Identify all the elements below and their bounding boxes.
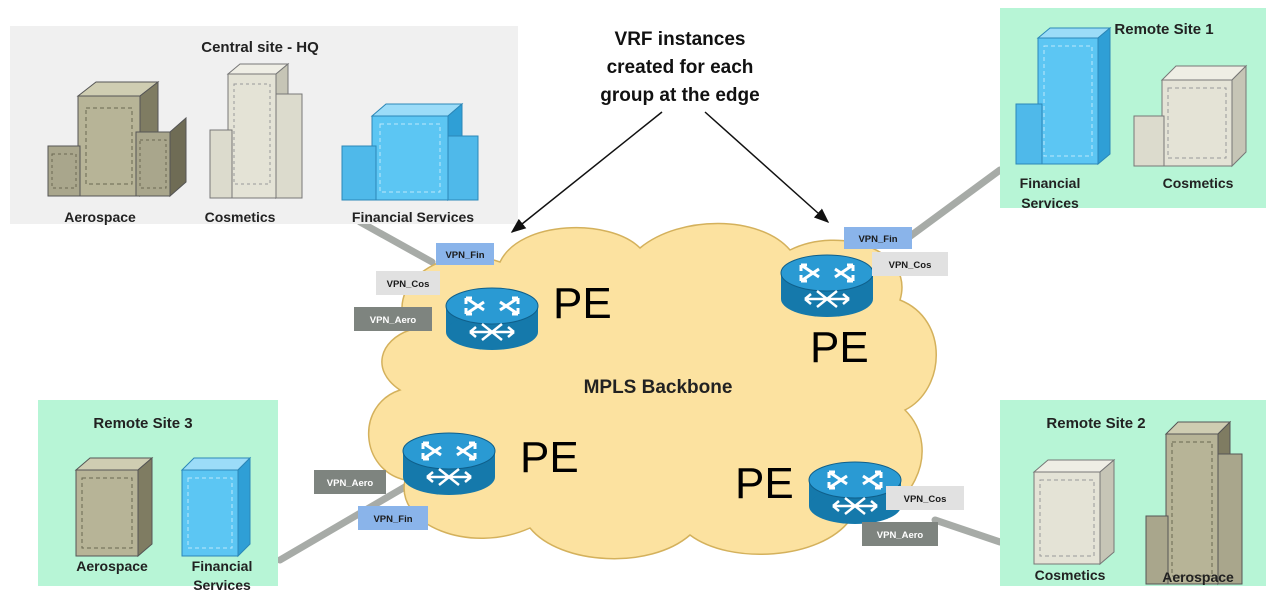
hq-label-cosmetics: Cosmetics <box>205 209 276 225</box>
svg-text:VPN_Aero: VPN_Aero <box>877 530 924 541</box>
callout-arrow-left <box>510 111 663 233</box>
vpn-tag-hq-fin: VPN_Fin <box>436 243 494 265</box>
pe-label-remote1: PE <box>810 323 869 372</box>
svg-text:VPN_Fin: VPN_Fin <box>373 514 412 525</box>
building-icon-hq-financial-services <box>341 102 479 202</box>
vpn-tag-remote2-aero: VPN_Aero <box>862 522 938 546</box>
remote1-label-financial: Financial <box>1020 175 1081 191</box>
vpn-tag-remote2-cos: VPN_Cos <box>886 486 964 510</box>
remote3-label-services: Services <box>193 577 251 590</box>
svg-text:VPN_Cos: VPN_Cos <box>904 494 947 505</box>
remote3-label-financial: Financial <box>192 558 253 574</box>
pe-label-hq: PE <box>553 279 612 328</box>
link-hq <box>356 218 436 266</box>
pe-label-remote3: PE <box>520 433 579 482</box>
remote1-label-services: Services <box>1021 195 1079 211</box>
callout-line-2: created for each <box>607 57 754 78</box>
remote2-label-aerospace: Aerospace <box>1162 569 1234 585</box>
vrf-callout: VRF instances created for each group at … <box>510 29 830 233</box>
vpn-tag-remote3-aero: VPN_Aero <box>314 470 386 494</box>
router-icon-pe-remote2 <box>808 461 902 524</box>
pe-label-remote2: PE <box>735 459 794 508</box>
remote2-site: Remote Site 2 Cosmetics Aerospace <box>1032 415 1243 586</box>
router-icon-pe-remote3 <box>402 432 496 495</box>
callout-arrow-right <box>704 111 830 223</box>
link-remote1 <box>901 166 1004 244</box>
callout-line-1: VRF instances <box>615 29 746 50</box>
vpn-tag-remote1-cos: VPN_Cos <box>872 252 948 276</box>
access-links <box>276 166 1004 564</box>
building-icon-remote3-aerospace <box>74 456 154 558</box>
svg-text:VPN_Fin: VPN_Fin <box>445 250 484 261</box>
callout-line-3: group at the edge <box>600 85 759 106</box>
router-icon-pe-remote1 <box>780 254 874 317</box>
building-icon-remote1-financial-services <box>1015 26 1112 166</box>
remote2-title: Remote Site 2 <box>1046 415 1145 432</box>
building-icon-remote3-financial-services <box>180 456 252 558</box>
building-icon-remote2-aerospace <box>1145 420 1243 586</box>
vpn-tag-hq-aero: VPN_Aero <box>354 307 432 331</box>
vpn-tag-hq-cos: VPN_Cos <box>376 271 440 295</box>
vpn-tag-remote1-fin: VPN_Fin <box>844 227 912 249</box>
building-icon-hq-cosmetics <box>209 62 303 200</box>
link-remote2 <box>931 516 1004 546</box>
svg-text:VPN_Cos: VPN_Cos <box>889 260 932 271</box>
building-icon-remote2-cosmetics <box>1032 458 1116 566</box>
remote2-label-cosmetics: Cosmetics <box>1035 567 1106 583</box>
remote3-title: Remote Site 3 <box>93 415 192 432</box>
remote1-title: Remote Site 1 <box>1114 21 1213 38</box>
hq-label-aerospace: Aerospace <box>64 209 136 225</box>
svg-text:VPN_Fin: VPN_Fin <box>858 234 897 245</box>
building-icon-hq-aerospace <box>47 80 187 198</box>
svg-text:VPN_Aero: VPN_Aero <box>327 478 374 489</box>
hq-site: Central site - HQ <box>47 39 479 225</box>
remote3-site: Remote Site 3 Aerospace Financial Servic… <box>74 415 253 590</box>
svg-text:VPN_Cos: VPN_Cos <box>387 279 430 290</box>
hq-title: Central site - HQ <box>201 39 319 56</box>
building-icon-remote1-cosmetics <box>1133 64 1248 168</box>
mpls-backbone-label: MPLS Backbone <box>584 377 733 398</box>
remote3-label-aerospace: Aerospace <box>76 558 148 574</box>
router-icon-pe-hq <box>445 287 539 350</box>
remote1-site: Remote Site 1 Financial Services Cosmeti… <box>1015 21 1248 211</box>
vpn-tag-remote3-fin: VPN_Fin <box>358 506 428 530</box>
link-remote3 <box>276 480 414 564</box>
svg-text:VPN_Aero: VPN_Aero <box>370 315 417 326</box>
hq-label-financial-services: Financial Services <box>352 209 474 225</box>
remote1-label-cosmetics: Cosmetics <box>1163 175 1234 191</box>
